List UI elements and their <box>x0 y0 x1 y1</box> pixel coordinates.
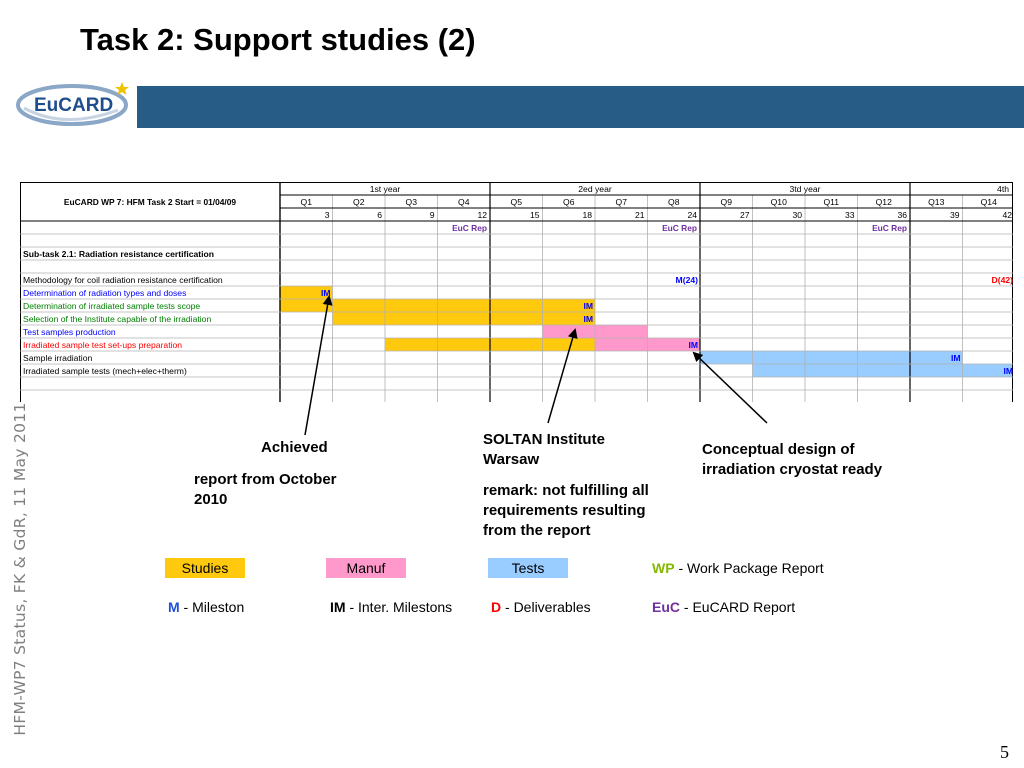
soltan-label: SOLTAN Institute Warsaw <box>483 431 605 468</box>
quarter-label: Q3 <box>406 197 418 207</box>
task-label: Determination of irradiated sample tests… <box>23 301 200 311</box>
milestone-label: D(42) <box>992 275 1014 285</box>
task-label: Selection of the Institute capable of th… <box>23 314 211 324</box>
month-label: 39 <box>950 210 960 220</box>
quarter-label: Q6 <box>563 197 575 207</box>
gantt-bar <box>280 286 333 299</box>
milestone-label: IM <box>583 301 593 311</box>
task-label: Methodology for coil radiation resistanc… <box>23 275 223 285</box>
month-label: 27 <box>740 210 750 220</box>
logo-text: EuCARD <box>34 95 113 116</box>
month-label: 33 <box>845 210 855 220</box>
month-label: 21 <box>635 210 645 220</box>
milestone-label: IM <box>583 314 593 324</box>
achieved-label: Achieved <box>261 439 328 456</box>
quarter-label: Q4 <box>458 197 470 207</box>
task-label: Irradiated sample tests (mech+elec+therm… <box>23 366 187 376</box>
conceptual-label: Conceptual design of irradiation cryosta… <box>702 441 883 478</box>
milestone-label: IM <box>688 340 698 350</box>
month-label: 15 <box>530 210 540 220</box>
year-label: 4th <box>997 184 1009 194</box>
quarter-label: Q13 <box>928 197 944 207</box>
task-label: Test samples production <box>23 327 116 337</box>
gantt-bar <box>332 312 595 325</box>
year-label: 3td year <box>789 184 820 194</box>
month-label: 12 <box>477 210 487 220</box>
task-label: Determination of radiation types and dos… <box>23 288 186 298</box>
header-banner <box>137 86 1024 128</box>
gantt-bar <box>700 351 963 364</box>
year-label: 2ed year <box>578 184 612 194</box>
month-label: 24 <box>687 210 697 220</box>
quarter-label: Q11 <box>823 197 839 207</box>
milestone-label: IM <box>1003 366 1013 376</box>
quarter-label: Q9 <box>721 197 733 207</box>
milestone-label: IM <box>321 288 331 298</box>
eucard-logo: EuCARD <box>14 78 140 132</box>
quarter-label: Q10 <box>771 197 787 207</box>
month-label: 9 <box>430 210 435 220</box>
quarter-label: Q5 <box>511 197 523 207</box>
remark-label: remark: not fulfilling all requirements … <box>483 482 649 539</box>
month-label: 42 <box>1002 210 1012 220</box>
legend-d: D - Deliverables <box>491 599 591 615</box>
quarter-label: Q1 <box>301 197 313 207</box>
legend-euc: EuC - EuCARD Report <box>652 599 796 615</box>
legend-wp: WP - Work Package Report <box>652 560 824 576</box>
legend-studies: Studies <box>165 558 245 578</box>
gantt-header-label: EuCARD WP 7: HFM Task 2 Start = 01/04/09 <box>64 197 236 207</box>
quarter-label: Q12 <box>876 197 892 207</box>
legend-im: IM - Inter. Milestons <box>330 599 453 615</box>
euc-rep-label: EuC Rep <box>872 223 907 233</box>
year-label: 1st year <box>370 184 401 194</box>
milestone-label: IM <box>951 353 961 363</box>
month-label: 36 <box>897 210 907 220</box>
soltan-arrow <box>547 328 578 424</box>
quarter-label: Q2 <box>353 197 365 207</box>
task-label: Sample irradiation <box>23 353 92 363</box>
legend-manuf: Manuf <box>326 558 406 578</box>
gantt-bar <box>752 364 1015 377</box>
legend-m: M - Mileston <box>168 599 245 615</box>
euc-rep-label: EuC Rep <box>452 223 487 233</box>
month-label: 6 <box>377 210 382 220</box>
milestone-label: M(24) <box>676 275 699 285</box>
page-number: 5 <box>1000 742 1009 762</box>
quarter-label: Q14 <box>981 197 997 207</box>
month-label: 3 <box>325 210 330 220</box>
gantt-chart: EuCARD WP 7: HFM Task 2 Start = 01/04/09… <box>20 182 1015 403</box>
quarter-label: Q8 <box>668 197 680 207</box>
page-title: Task 2: Support studies (2) <box>80 22 476 57</box>
euc-rep-label: EuC Rep <box>662 223 697 233</box>
task-label: Irradiated sample test set-ups preparati… <box>23 340 182 350</box>
conceptual-arrow <box>692 351 768 424</box>
subtask-label: Sub-task 2.1: Radiation resistance certi… <box>23 249 214 259</box>
legend-tests: Tests <box>488 558 568 578</box>
quarter-label: Q7 <box>616 197 628 207</box>
month-label: 30 <box>792 210 802 220</box>
achieved-arrow <box>304 295 333 436</box>
month-label: 18 <box>582 210 592 220</box>
report-label: report from October 2010 <box>194 471 337 508</box>
